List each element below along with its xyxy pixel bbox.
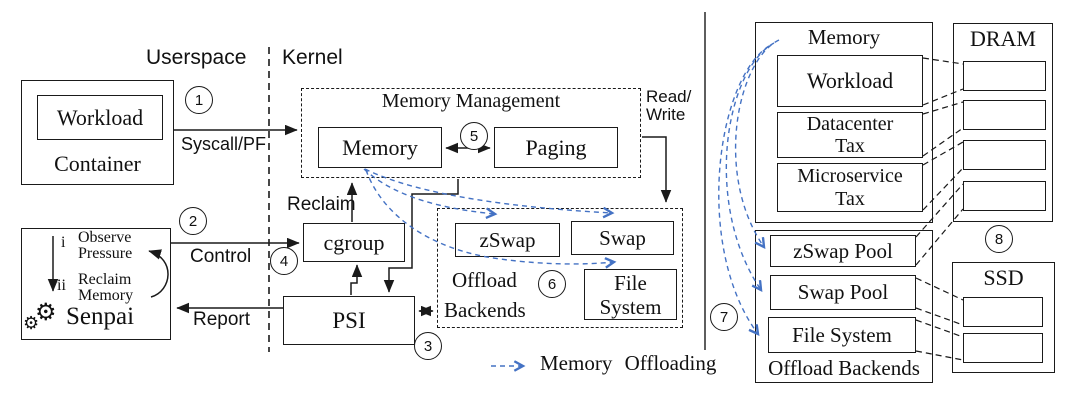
step-number: 3 [423,337,433,355]
file-system-pool-box: File System [768,317,916,353]
senpai-box [21,228,171,340]
step-number: 1 [194,91,204,109]
file-system-line2: System [599,294,662,319]
read-write-line2: Write [646,105,686,124]
senpai-step2-label: Reclaim Memory [78,272,133,304]
ssd-slot [963,297,1043,327]
control-label: Control [190,246,252,267]
microservice-tax-line1: Microservice [797,164,903,187]
dram-title: DRAM [969,26,1036,51]
psi-to-cgroup-arrow [350,264,363,295]
container-label: Container [54,151,141,176]
paging-box: Paging [494,127,618,168]
legend-label: Memory Offloading [540,351,717,375]
swap-pool-label: Swap Pool [797,280,889,304]
dram-slot [963,61,1046,91]
right-offload-title: Offload Backends [768,356,920,380]
file-system-box: File System [584,269,677,320]
syscall-label: Syscall/PF [181,134,267,154]
reclaim-label: Reclaim [287,194,356,215]
senpai-label: Senpai [66,303,135,330]
swap-pool-box: Swap Pool [770,275,916,310]
dram-slot [963,100,1046,130]
senpai-step1-num: i [61,234,66,251]
zswap-box: zSwap [455,223,560,257]
datacenter-tax-box: Datacenter Tax [777,112,923,158]
microservice-tax-box: Microservice Tax [777,163,923,212]
swap-box: Swap [571,221,674,255]
zswap-pool-label: zSwap Pool [793,238,893,263]
swap-label: Swap [599,225,646,250]
senpai-step2-line1: Reclaim [78,271,132,288]
step-circle-6: 6 [538,270,566,298]
datacenter-tax-line1: Datacenter [806,113,894,135]
step-circle-5: 5 [460,122,488,150]
psi-box: PSI [283,296,415,345]
step-number: 2 [188,212,198,230]
memory-box: Memory [318,127,442,168]
read-write-label: Read/ Write [646,88,691,124]
step-circle-1: 1 [185,86,213,114]
read-write-line1: Read/ [646,87,692,106]
offload-label-line2: Backends [444,298,526,322]
offload-label-line1: Offload [452,268,517,292]
senpai-step1-line2: Pressure [78,245,133,262]
cgroup-label: cgroup [323,229,385,255]
senpai-step2-line2: Memory [78,287,134,304]
paging-label: Paging [525,134,587,160]
dram-slot [963,181,1046,211]
kernel-label: Kernel [282,46,343,69]
step-circle-3: 3 [414,332,442,360]
datacenter-tax-line2: Tax [835,135,865,157]
step-number: 6 [547,275,557,293]
step-circle-7: 7 [710,303,738,331]
dram-slot [963,140,1046,170]
step-circle-4: 4 [270,247,298,275]
right-memory-title: Memory [807,25,881,49]
step-number: 5 [469,127,479,145]
memory-management-title: Memory Management [381,90,561,112]
step-circle-2: 2 [179,207,207,235]
senpai-step1-line1: Observe [78,229,132,246]
gear-icon: ⚙ [35,298,57,326]
zswap-pool-box: zSwap Pool [770,235,916,267]
microservice-tax-line2: Tax [835,187,865,210]
step-number: 7 [719,308,729,326]
workload-label: Workload [56,104,144,130]
userspace-label: Userspace [146,46,247,69]
senpai-step2-num: ii [57,277,66,294]
report-label: Report [193,309,251,330]
gear-icon-small: ⚙ [23,313,40,334]
cgroup-box: cgroup [303,223,405,262]
zswap-label: zSwap [479,227,536,252]
step-number: 4 [279,252,289,270]
step-number: 8 [994,230,1004,248]
file-system-line1: File [614,270,647,295]
step-circle-8: 8 [985,225,1013,253]
file-system-pool-label: File System [792,322,892,347]
right-workload-box: Workload [777,55,923,107]
workload-box: Workload [37,95,163,140]
memory-label: Memory [342,134,418,160]
right-workload-label: Workload [806,68,894,93]
psi-label: PSI [332,307,366,333]
ssd-slot [963,333,1043,363]
ssd-title: SSD [983,265,1024,290]
senpai-step1-label: Observe Pressure [78,230,132,262]
read-write-arrow [642,136,672,203]
